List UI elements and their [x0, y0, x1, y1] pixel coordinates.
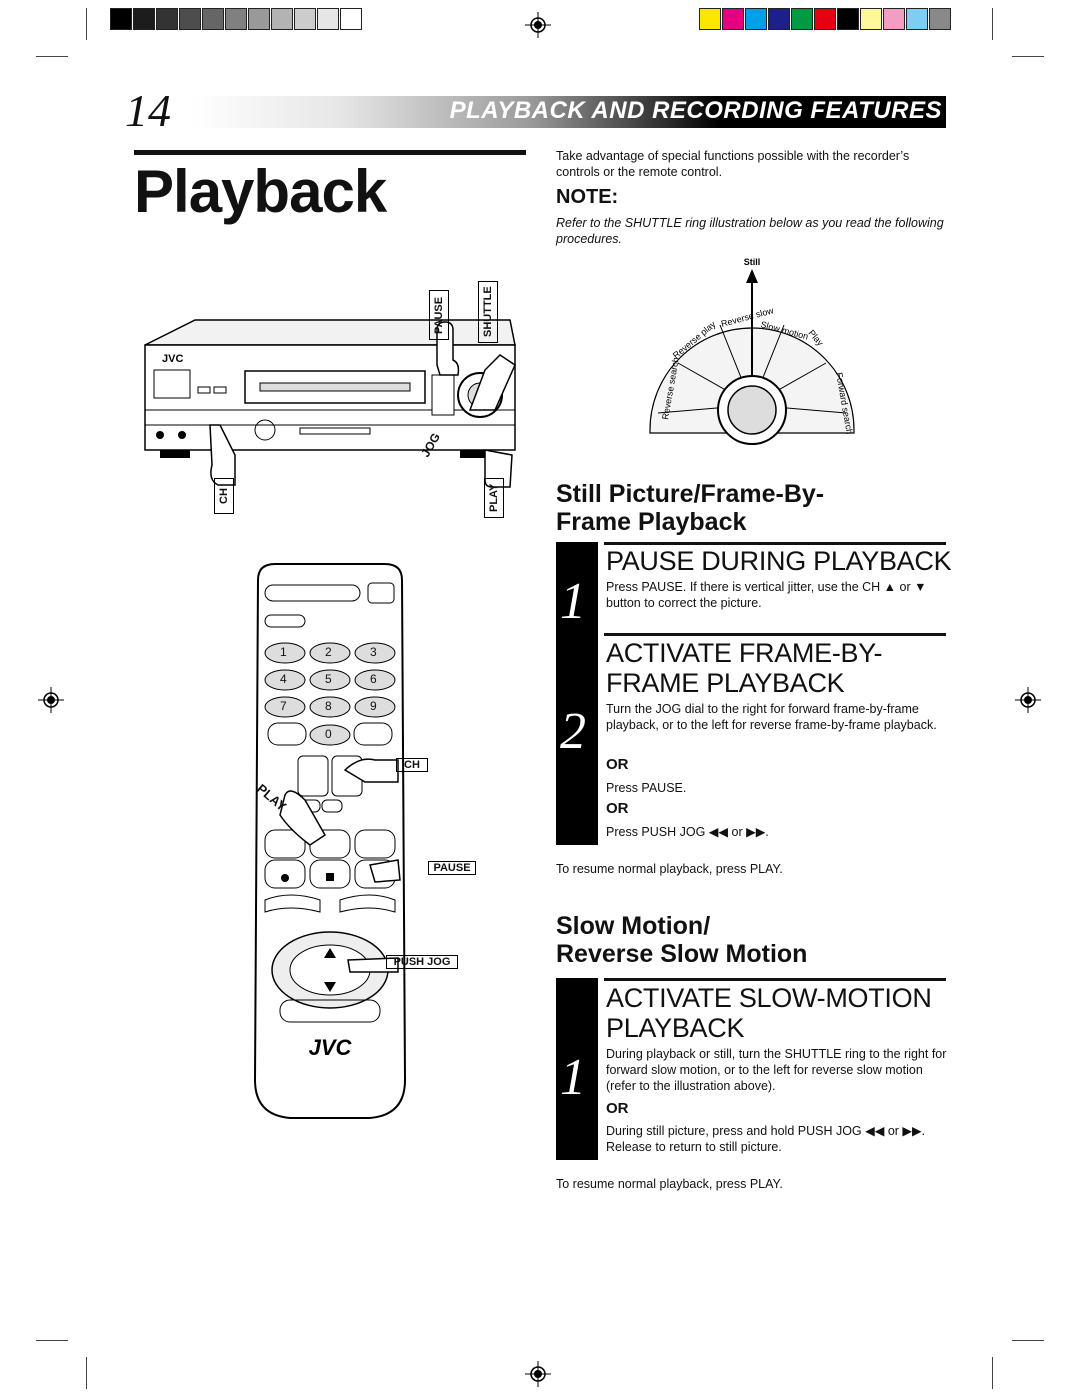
vcr-label-play: PLAY	[484, 478, 504, 518]
registration-mark-icon	[1015, 687, 1041, 713]
remote-label-push-jog: PUSH JOG	[386, 955, 458, 969]
color-bar	[699, 8, 952, 30]
section1-step1-body: Press PAUSE. If there is vertical jitter…	[606, 580, 927, 610]
section1-or-1: OR	[606, 756, 629, 773]
section1-heading-line1: Still Picture/Frame-By-	[556, 480, 825, 508]
vcr-label-shuttle: SHUTTLE	[478, 281, 498, 343]
note-heading: NOTE:	[556, 186, 619, 208]
crop-mark	[992, 1357, 993, 1389]
remote-key-8: 8	[325, 699, 332, 713]
shuttle-ring-illustration: Still Reverse slow Slow motion Reverse p…	[649, 257, 855, 445]
vcr-brand: JVC	[162, 353, 183, 365]
section1-step1-number: 1	[560, 573, 586, 630]
crop-mark	[992, 8, 993, 40]
header-band	[190, 96, 946, 128]
section1-heading-line2: Frame Playback	[556, 508, 747, 536]
remote-key-5: 5	[325, 672, 332, 686]
step-rule	[604, 633, 946, 636]
section1-resume: To resume normal playback, press PLAY.	[556, 862, 783, 876]
crop-mark	[1012, 1340, 1044, 1341]
section2-step1-title-line1: ACTIVATE SLOW-MOTION	[606, 983, 932, 1013]
grayscale-bar	[110, 8, 363, 30]
section2-step1-number: 1	[560, 1049, 586, 1106]
registration-mark-icon	[525, 1361, 551, 1387]
remote-key-3: 3	[370, 645, 377, 659]
section2-heading-line2: Reverse Slow Motion	[556, 940, 808, 968]
remote-key-6: 6	[370, 672, 377, 686]
remote-brand: JVC	[309, 1035, 353, 1060]
section1-step2-title-line1: ACTIVATE FRAME-BY-	[606, 638, 883, 668]
section1-heading: Still Picture/Frame-By- Frame Playback	[556, 480, 824, 536]
registration-mark-icon	[38, 687, 64, 713]
remote-key-0: 0	[325, 727, 332, 741]
vcr-label-pause: PAUSE	[429, 290, 449, 340]
remote-key-9: 9	[370, 699, 377, 713]
section2-step1-title: ACTIVATE SLOW-MOTION PLAYBACK	[606, 983, 932, 1043]
page-number: 14	[125, 85, 171, 136]
crop-mark	[86, 8, 87, 40]
section1-alt-2: Press PUSH JOG ◀◀ or ▶▶.	[606, 825, 769, 839]
note-text: Refer to the SHUTTLE ring illustration b…	[556, 216, 944, 246]
section1-or-2: OR	[606, 800, 629, 817]
intro-text: Take advantage of special functions poss…	[556, 149, 910, 179]
section1-step2-title-line2: FRAME PLAYBACK	[606, 668, 845, 698]
remote-label-pause: PAUSE	[428, 861, 476, 875]
page-title: Playback	[134, 158, 387, 225]
section2-resume: To resume normal playback, press PLAY.	[556, 1177, 783, 1191]
crop-mark	[36, 56, 68, 57]
header-title: PLAYBACK AND RECORDING FEATURES	[449, 97, 942, 124]
remote-key-7: 7	[280, 699, 287, 713]
section2-heading: Slow Motion/ Reverse Slow Motion	[556, 912, 807, 968]
remote-key-4: 4	[280, 672, 287, 686]
section2-heading-line1: Slow Motion/	[556, 912, 711, 940]
section2-alt: During still picture, press and hold PUS…	[606, 1124, 926, 1154]
crop-mark	[36, 1340, 68, 1341]
crop-mark	[1012, 56, 1044, 57]
title-rule	[134, 150, 526, 155]
remote-key-1: 1	[280, 645, 287, 659]
vcr-illustration: JVC	[144, 319, 516, 488]
step-rule	[604, 542, 946, 545]
section1-step-bar	[556, 542, 598, 845]
section2-step1-title-line2: PLAYBACK	[606, 1013, 745, 1043]
section1-step2-body: Turn the JOG dial to the right for forwa…	[606, 702, 937, 732]
registration-mark-icon	[525, 12, 551, 38]
section2-step1-body: During playback or still, turn the SHUTT…	[606, 1047, 947, 1093]
section2-or: OR	[606, 1100, 629, 1117]
vcr-label-ch: CH	[214, 478, 234, 514]
step-rule	[604, 978, 946, 981]
remote-illustration: JVC	[253, 563, 407, 1119]
remote-key-2: 2	[325, 645, 332, 659]
section1-step2-title: ACTIVATE FRAME-BY- FRAME PLAYBACK	[606, 638, 882, 698]
shuttle-label-still: Still	[744, 257, 761, 267]
remote-label-ch: CH	[396, 758, 428, 772]
section2-step-bar	[556, 978, 598, 1160]
section1-step1-title: PAUSE DURING PLAYBACK	[606, 546, 952, 576]
section1-step2-number: 2	[560, 703, 586, 760]
section1-alt-1: Press PAUSE.	[606, 781, 687, 795]
crop-mark	[86, 1357, 87, 1389]
